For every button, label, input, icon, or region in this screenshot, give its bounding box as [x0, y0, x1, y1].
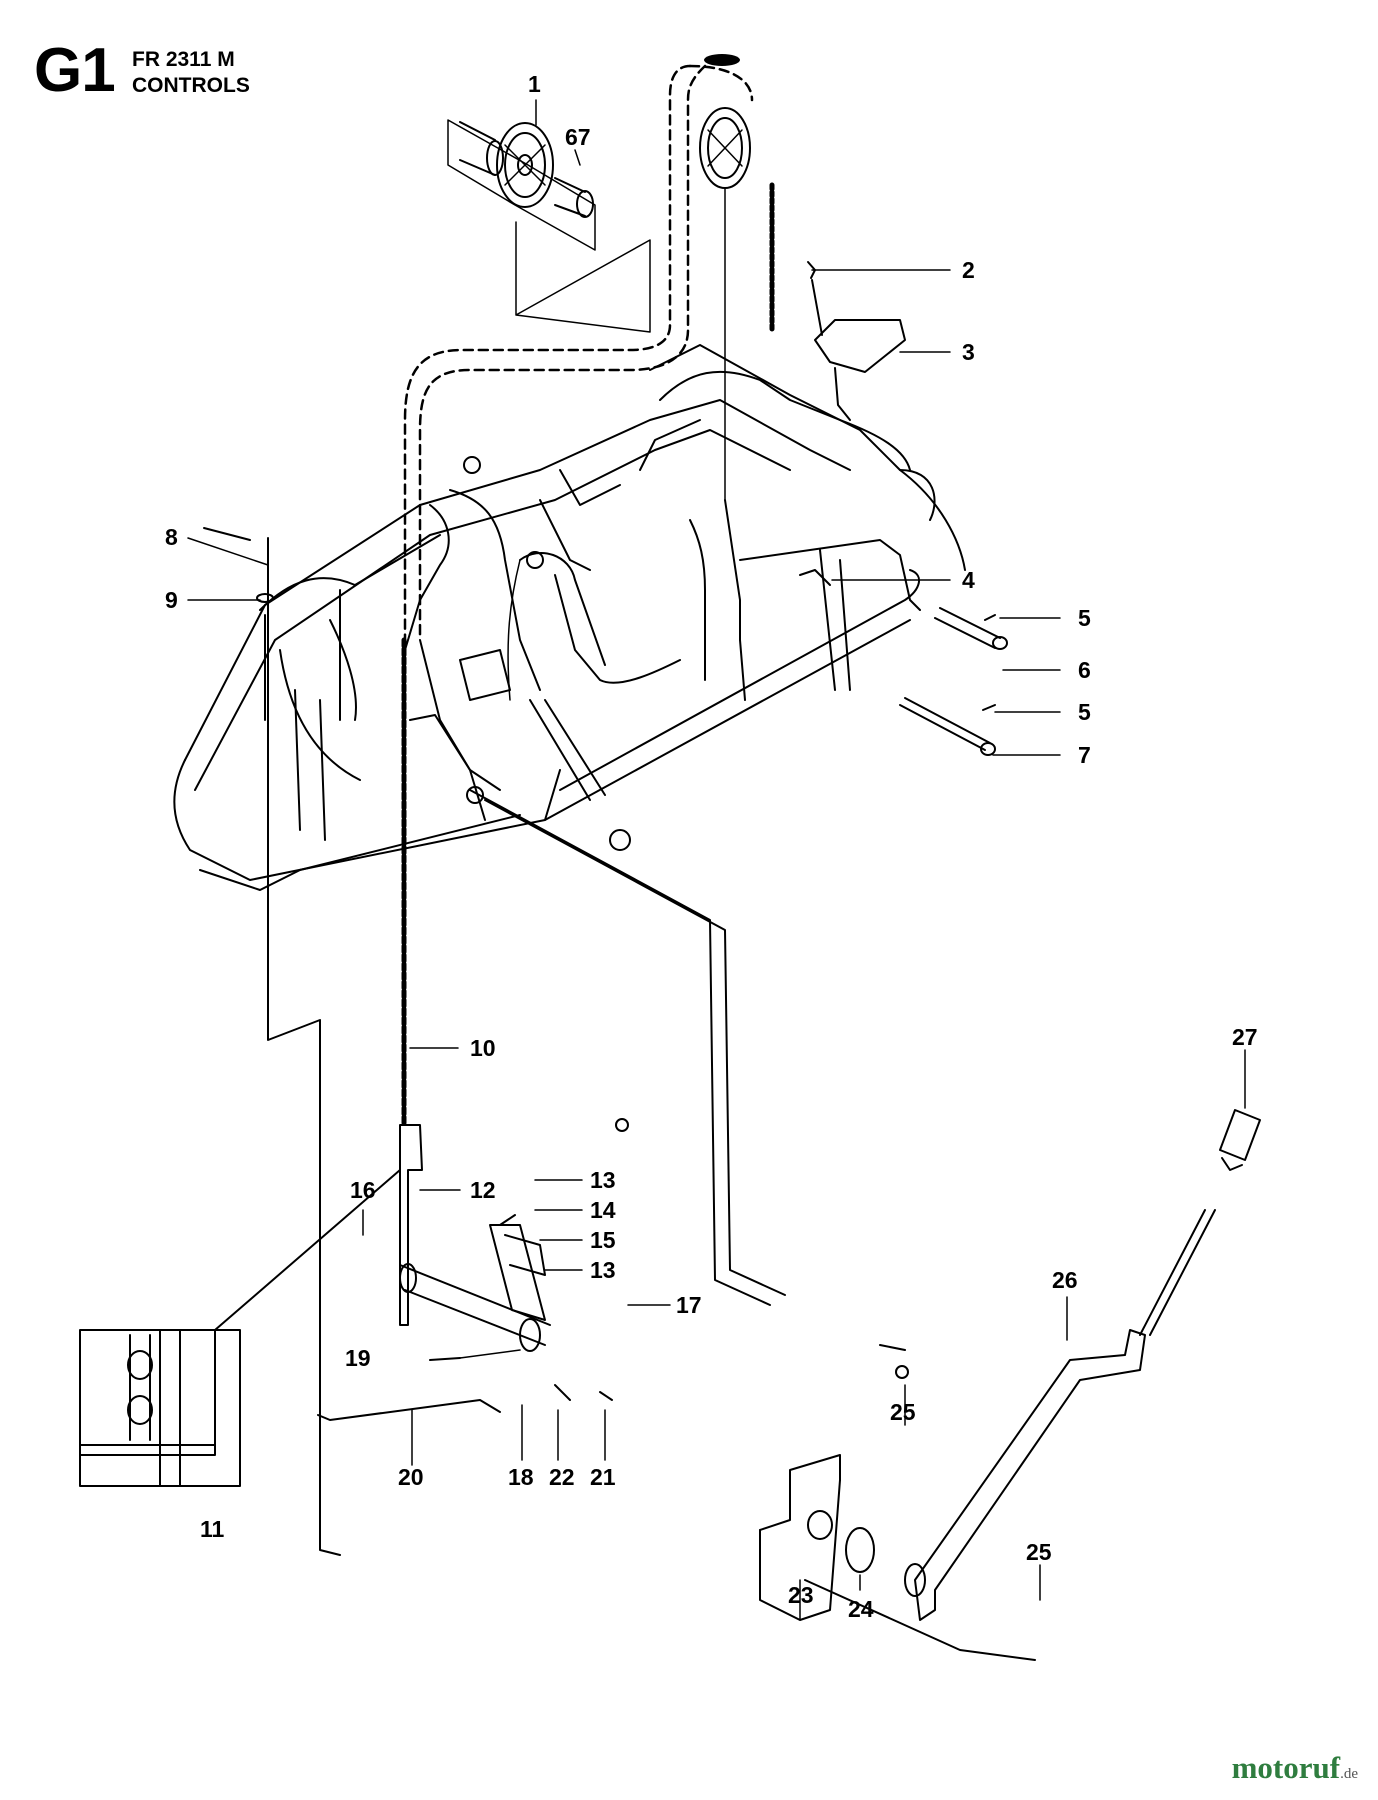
callout-20: 20	[398, 1464, 424, 1490]
rod-washer-drawing	[203, 527, 341, 1556]
detail-inset-drawing	[79, 1169, 401, 1487]
section-code: G1	[34, 36, 116, 105]
callout-labels: 1 67 2 3 4 5 6 5 7 8 9 10 11 12 13 14 15…	[165, 71, 1258, 1622]
callout-23: 23	[788, 1582, 814, 1608]
callout-18: 18	[508, 1464, 534, 1490]
callout-15: 15	[590, 1227, 616, 1253]
callout-13-second: 13	[590, 1257, 616, 1283]
lower-lever-assembly-drawing	[317, 1118, 1036, 1661]
callout-16: 16	[350, 1177, 376, 1203]
callout-10: 10	[470, 1035, 496, 1061]
callout-8: 8	[165, 524, 178, 550]
callout-12: 12	[470, 1177, 496, 1203]
pins-drawing	[899, 607, 1008, 756]
callout-4: 4	[962, 567, 975, 593]
callout-24: 24	[848, 1596, 874, 1622]
callout-6: 6	[1078, 657, 1091, 683]
callout-5-second: 5	[1078, 699, 1091, 725]
callout-21: 21	[590, 1464, 616, 1490]
clip-drawing	[799, 569, 831, 586]
callout-3: 3	[962, 339, 975, 365]
pulley-assembly-drawing	[447, 119, 651, 333]
lever-knob-drawing	[914, 1109, 1261, 1621]
callout-19: 19	[345, 1345, 371, 1371]
watermark-tld: .de	[1340, 1766, 1358, 1782]
callout-14: 14	[590, 1197, 616, 1223]
callout-9: 9	[165, 587, 178, 613]
model-number: FR 2311 M	[132, 48, 235, 71]
section-title: CONTROLS	[132, 74, 250, 97]
callout-17: 17	[676, 1292, 702, 1318]
frame-drawing	[173, 344, 966, 891]
callout-25-second: 25	[1026, 1539, 1052, 1565]
callout-26: 26	[1052, 1267, 1078, 1293]
bracket-drawing	[807, 261, 906, 421]
callout-7: 7	[1078, 742, 1091, 768]
callout-13: 13	[590, 1167, 616, 1193]
upper-pulley-chain	[699, 107, 775, 501]
callout-25: 25	[890, 1399, 916, 1425]
callout-5: 5	[1078, 605, 1091, 631]
watermark-logo: motoruf.de	[1232, 1750, 1358, 1786]
callout-67: 67	[565, 124, 591, 150]
callout-22: 22	[549, 1464, 575, 1490]
leader-lines	[187, 99, 1246, 1621]
callout-11: 11	[200, 1516, 225, 1542]
control-rod-drawing	[469, 789, 786, 1306]
callout-27: 27	[1232, 1024, 1258, 1050]
callout-2: 2	[962, 257, 975, 283]
watermark-brand: motoruf	[1231, 1750, 1341, 1785]
callout-1: 1	[528, 71, 541, 97]
